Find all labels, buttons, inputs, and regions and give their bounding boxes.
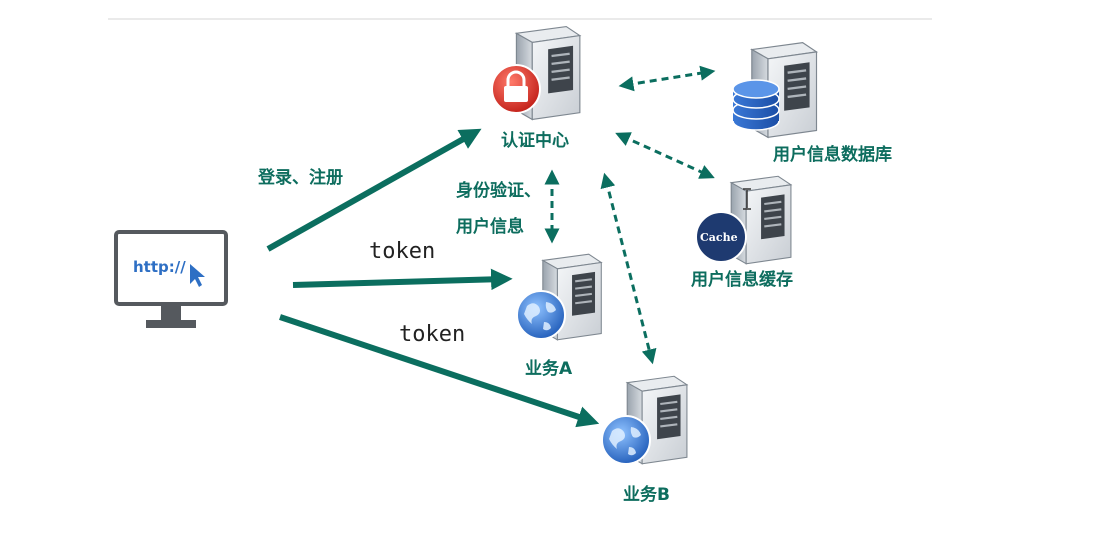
arrow-client-to-auth [266, 128, 482, 252]
auth-center-server [491, 25, 582, 121]
cursor-icon [190, 264, 205, 287]
auth-info-label-line2: 用户信息 [456, 216, 524, 237]
globe-icon [601, 415, 651, 465]
service-b-server [601, 375, 689, 465]
auth-center-label: 认证中心 [501, 130, 569, 151]
client-computer: http:// [114, 230, 228, 328]
arrow-auth-cache [615, 132, 715, 179]
cache-icon: Cache [695, 211, 747, 263]
lock-icon [491, 64, 541, 114]
service-b-label: 业务B [623, 484, 670, 505]
text-cursor-icon [743, 188, 751, 210]
client-url-text: http:// [133, 258, 186, 276]
globe-icon [516, 290, 566, 340]
arrow-client-to-service-b [279, 314, 600, 428]
token-label-a: token [369, 239, 435, 264]
login-register-label: 登录、注册 [257, 167, 343, 188]
arrow-auth-db [618, 65, 716, 92]
service-a-label: 业务A [525, 358, 573, 379]
arrow-client-to-service-a [292, 268, 513, 291]
svg-text:Cache: Cache [700, 231, 738, 244]
user-cache-server: Cache [695, 175, 793, 265]
auth-info-label-line1: 身份验证、 [456, 180, 541, 201]
user-cache-label: 用户信息缓存 [691, 269, 793, 290]
user-db-label: 用户信息数据库 [773, 144, 892, 165]
database-icon [732, 79, 780, 131]
service-a-server [516, 253, 603, 341]
user-db-server [732, 41, 818, 139]
arrow-auth-service-b [600, 172, 657, 365]
token-label-b: token [399, 322, 465, 347]
